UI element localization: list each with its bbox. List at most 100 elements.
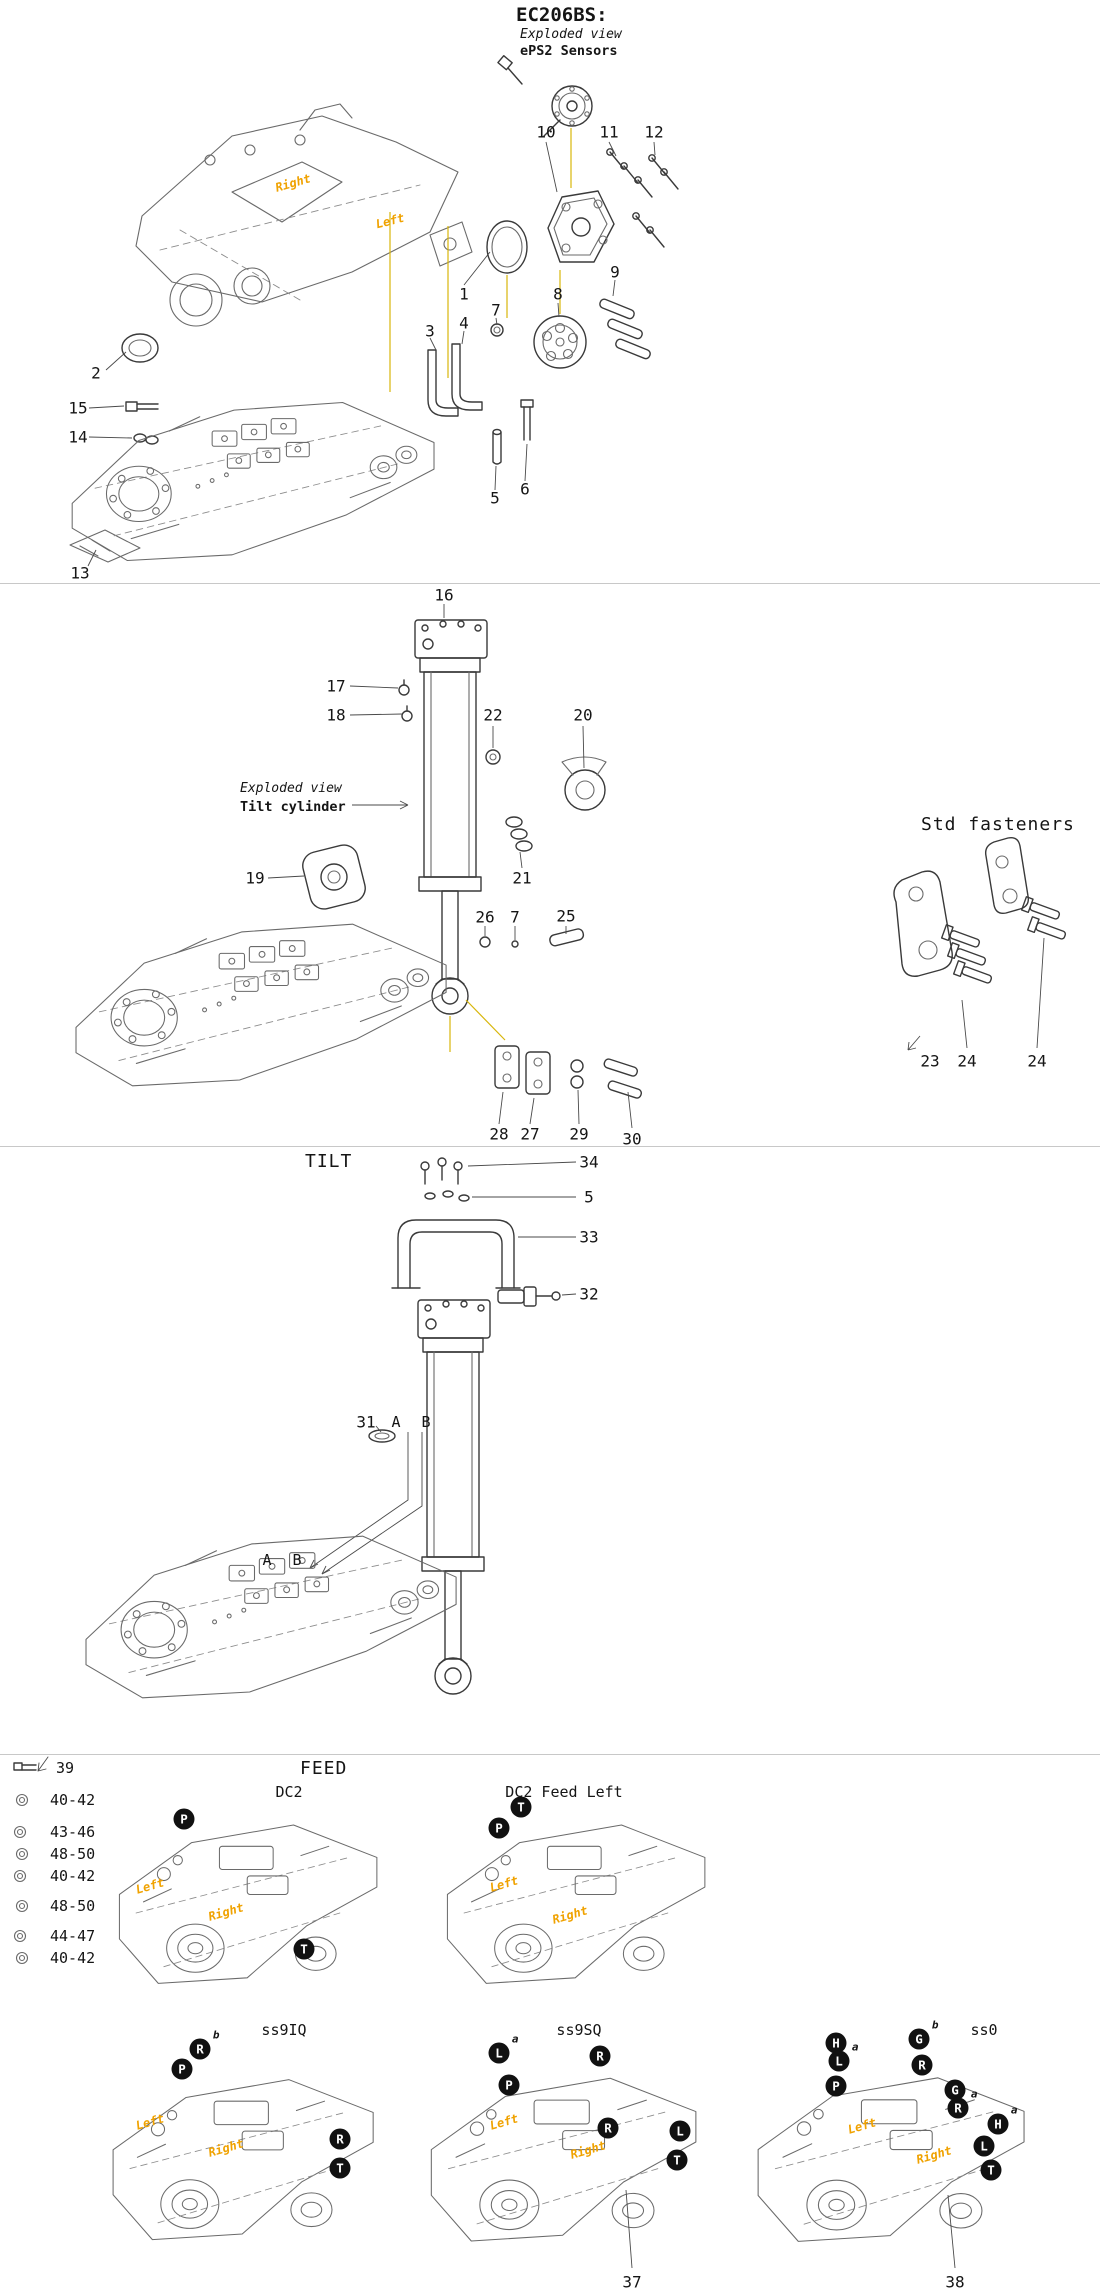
port-marker-g: G: [944, 2079, 966, 2101]
part-callout-18: 18: [326, 705, 346, 725]
part-callout-21: 21: [512, 868, 532, 888]
part-callout-34: 34: [579, 1152, 599, 1172]
part-callout-30: 30: [622, 1129, 642, 1149]
hardware-callout-48-50: 48-50: [50, 1845, 96, 1863]
port-marker-superscript: b: [931, 2018, 939, 2032]
sensor-assembly-drawing: [69, 55, 679, 567]
port-marker-p: P: [173, 1808, 195, 1830]
part-callout-5: 5: [584, 1187, 594, 1207]
part-callout-16: 16: [434, 585, 454, 605]
main-bracket-drawing: [135, 103, 473, 327]
view-type-label: Exploded view: [520, 27, 622, 42]
part-callout-33: 33: [579, 1227, 599, 1247]
part-callout-4: 4: [459, 313, 469, 333]
port-marker-letter: L: [676, 2123, 684, 2139]
port-marker-l: L: [973, 2135, 995, 2157]
port-marker-r: R: [911, 2054, 933, 2076]
tilt-assembly-drawing: [85, 1157, 577, 1699]
tilt-cylinder-view-type-label: Exploded view: [240, 781, 342, 796]
hardware-callout-40-42: 40-42: [50, 1867, 96, 1885]
part-callout-9: 9: [610, 262, 620, 282]
port-marker-t: T: [329, 2157, 351, 2179]
std-fasteners-drawing: [893, 836, 1067, 1051]
part-callout-2: 2: [91, 363, 101, 383]
part-callout-38: 38: [945, 2272, 965, 2292]
port-marker-r: R: [589, 2045, 611, 2067]
port-marker-letter: T: [673, 2152, 681, 2168]
page-title: EC206BS:: [516, 4, 608, 26]
part-callout-20: 20: [573, 705, 593, 725]
port-marker-letter: T: [336, 2160, 344, 2176]
port-marker-letter: P: [178, 2061, 186, 2077]
port-marker-letter: P: [832, 2078, 840, 2094]
port-marker-r: R: [329, 2128, 351, 2150]
tilt-cylinder-view-subject-label: Tilt cylinder: [240, 799, 346, 815]
part-callout-10: 10: [536, 122, 556, 142]
part-callout-7: 7: [510, 907, 520, 927]
port-marker-superscript: a: [511, 2032, 519, 2046]
hardware-callout-39: 39: [56, 1759, 75, 1777]
port-marker-letter: P: [505, 2077, 513, 2093]
port-marker-superscript: b: [212, 2028, 220, 2042]
port-marker-letter: T: [987, 2162, 995, 2178]
variant-label-ss9sq: ss9SQ: [556, 2021, 602, 2039]
hardware-callout-43-46: 43-46: [50, 1823, 96, 1841]
port-marker-letter: T: [517, 1799, 525, 1815]
feed-body-dc2: [118, 1824, 378, 1984]
port-marker-letter: G: [951, 2082, 959, 2098]
port-marker-letter: T: [300, 1941, 308, 1957]
port-marker-letter: L: [980, 2138, 988, 2154]
variant-label-dc2-feed-left: DC2 Feed Left: [505, 1783, 623, 1801]
part-callout-13: 13: [70, 563, 90, 583]
hardware-callout-48-50: 48-50: [50, 1897, 96, 1915]
port-marker-letter: G: [915, 2031, 923, 2047]
part-callout-25: 25: [556, 906, 576, 926]
port-marker-letter: P: [495, 1820, 503, 1836]
port-marker-letter: R: [596, 2048, 604, 2064]
port-marker-p: P: [498, 2074, 520, 2096]
part-callout-23: 23: [920, 1051, 940, 1071]
part-callout-7: 7: [491, 300, 501, 320]
port-marker-superscript: a: [970, 2087, 978, 2101]
port-marker-letter: L: [495, 2045, 503, 2061]
port-marker-p: P: [171, 2058, 193, 2080]
part-callout-29: 29: [569, 1124, 589, 1144]
part-callout-15: 15: [68, 398, 88, 418]
port-marker-letter: H: [994, 2116, 1002, 2132]
port-marker-letter: R: [604, 2120, 612, 2136]
port-marker-r: R: [597, 2117, 619, 2139]
port-marker-t: T: [980, 2159, 1002, 2181]
part-callout-12: 12: [644, 122, 664, 142]
port-marker-superscript: a: [851, 2040, 859, 2054]
variant-label-ss9iq: ss9IQ: [261, 2021, 307, 2039]
part-callout-5: 5: [490, 488, 500, 508]
part-callout-27: 27: [520, 1124, 540, 1144]
part-callout-14: 14: [68, 427, 88, 447]
tilt-section-title: TILT: [305, 1151, 353, 1172]
part-callout-a-b: A B: [262, 1551, 308, 1569]
port-marker-t: T: [510, 1796, 532, 1818]
view-subject-label: ePS2 Sensors: [520, 43, 618, 59]
hardware-callout-40-42: 40-42: [50, 1791, 96, 1809]
part-callout-19: 19: [245, 868, 265, 888]
part-callout-37: 37: [622, 2272, 642, 2292]
port-marker-l: L: [669, 2120, 691, 2142]
part-callout-22: 22: [483, 705, 503, 725]
part-callout-3: 3: [425, 321, 435, 341]
part-callout-a-b: A B: [391, 1413, 437, 1431]
part-callout-24: 24: [957, 1051, 977, 1071]
port-marker-h: H: [825, 2032, 847, 2054]
port-marker-p: P: [825, 2075, 847, 2097]
part-callout-6: 6: [520, 479, 530, 499]
feed-body-ss0: [757, 2077, 1025, 2242]
part-callout-26: 26: [475, 907, 495, 927]
port-marker-p: P: [488, 1817, 510, 1839]
std-fasteners-title: Std fasteners: [921, 814, 1075, 835]
